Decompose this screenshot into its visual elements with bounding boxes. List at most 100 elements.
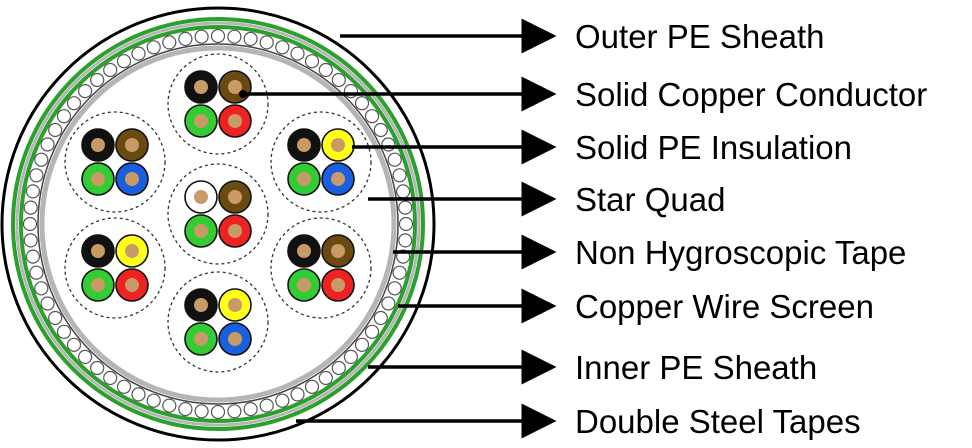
screen-wire xyxy=(304,54,320,69)
screen-wire xyxy=(387,152,402,167)
star-quad-boundary xyxy=(167,163,269,265)
screen-wire xyxy=(23,200,38,215)
copper-conductor xyxy=(194,190,208,204)
screen-wire xyxy=(354,96,370,111)
copper-conductor xyxy=(297,244,311,258)
screen-wire xyxy=(373,122,388,138)
screen-wire xyxy=(243,31,258,47)
screen-wire xyxy=(318,370,333,386)
screen-wire xyxy=(364,109,380,124)
screen-wire xyxy=(66,96,82,111)
quad-5 xyxy=(64,217,166,319)
screen-wire xyxy=(354,337,370,352)
star-quad-boundary xyxy=(64,111,166,213)
screen-wire xyxy=(146,40,161,55)
screen-wire xyxy=(77,349,93,364)
copper-conductor xyxy=(331,244,345,258)
screen-wire xyxy=(29,265,44,280)
screen-wire xyxy=(381,296,396,311)
copper-conductor xyxy=(228,114,242,128)
copper-conductor xyxy=(194,332,208,346)
screen-wire xyxy=(48,310,63,326)
screen-wire xyxy=(146,393,161,408)
screen-wire xyxy=(90,72,105,88)
copper-conductor xyxy=(194,298,208,312)
label-copper-wire-screen: Copper Wire Screen xyxy=(575,288,874,325)
screen-wire xyxy=(227,404,242,419)
copper-conductor xyxy=(297,138,311,152)
star-quad-boundary xyxy=(270,111,372,213)
copper-conductor xyxy=(228,80,242,94)
quad-7 xyxy=(167,271,269,373)
copper-conductor xyxy=(91,138,105,152)
screen-wire xyxy=(77,83,93,99)
copper-conductor xyxy=(297,172,311,186)
copper-conductor xyxy=(228,298,242,312)
screen-wire xyxy=(398,233,413,248)
screen-wire xyxy=(178,402,193,417)
copper-conductor xyxy=(125,138,139,152)
screen-wire xyxy=(392,265,407,280)
screen-wire xyxy=(331,360,346,376)
quad-3 xyxy=(270,111,372,213)
screen-wire xyxy=(40,296,55,311)
screen-wire xyxy=(243,402,258,417)
screen-wire xyxy=(23,233,38,248)
screen-wire xyxy=(103,370,118,386)
screen-wire xyxy=(34,152,49,167)
double-steel-tape-outer xyxy=(11,17,425,431)
star-quad-boundary xyxy=(167,53,269,155)
screen-wire xyxy=(194,29,209,44)
screen-wire xyxy=(227,29,242,44)
screen-wire xyxy=(373,310,388,326)
screen-wire xyxy=(275,40,290,55)
leader-dot-solid-copper-conductor xyxy=(239,90,247,98)
screen-wire xyxy=(103,62,118,78)
copper-conductor xyxy=(91,278,105,292)
copper-conductor xyxy=(125,278,139,292)
screen-wire xyxy=(331,72,346,88)
screen-wire xyxy=(210,28,226,44)
copper-conductor xyxy=(91,172,105,186)
copper-conductor xyxy=(331,172,345,186)
screen-wire xyxy=(398,216,414,232)
screen-wire xyxy=(116,54,132,69)
label-non-hygroscopic-tape: Non Hygroscopic Tape xyxy=(575,234,906,271)
screen-wire xyxy=(131,46,146,61)
screen-wire xyxy=(40,137,55,152)
copper-conductor xyxy=(331,138,345,152)
copper-conductor xyxy=(125,172,139,186)
cable-cross-section xyxy=(0,6,436,442)
screen-wire xyxy=(381,137,396,152)
screen-wire xyxy=(392,168,407,183)
screen-wire xyxy=(56,324,72,339)
screen-wire xyxy=(56,109,72,124)
screen-wire xyxy=(22,216,38,232)
screen-wire xyxy=(162,398,177,413)
screen-wire xyxy=(162,35,177,50)
screen-wire xyxy=(343,349,358,364)
screen-wire xyxy=(29,168,44,183)
copper-conductor xyxy=(194,80,208,94)
copper-conductor xyxy=(297,278,311,292)
screen-wire xyxy=(318,62,333,78)
copper-conductor xyxy=(228,224,242,238)
screen-wire xyxy=(25,184,41,199)
screen-wire xyxy=(194,404,209,419)
quad-4 xyxy=(167,163,269,265)
copper-conductor xyxy=(194,224,208,238)
label-inner-pe-sheath: Inner PE Sheath xyxy=(575,349,817,386)
copper-conductor xyxy=(125,244,139,258)
copper-conductor xyxy=(194,114,208,128)
screen-wire xyxy=(48,122,63,138)
screen-wire xyxy=(259,398,274,413)
star-quads xyxy=(64,53,372,373)
star-quad-boundary xyxy=(64,217,166,319)
double-steel-tape-gray xyxy=(15,21,421,427)
screen-wire xyxy=(304,379,320,394)
quad-6 xyxy=(270,217,372,319)
copper-conductor xyxy=(228,190,242,204)
label-solid-pe-insulation: Solid PE Insulation xyxy=(575,129,852,166)
screen-wire xyxy=(364,324,380,339)
